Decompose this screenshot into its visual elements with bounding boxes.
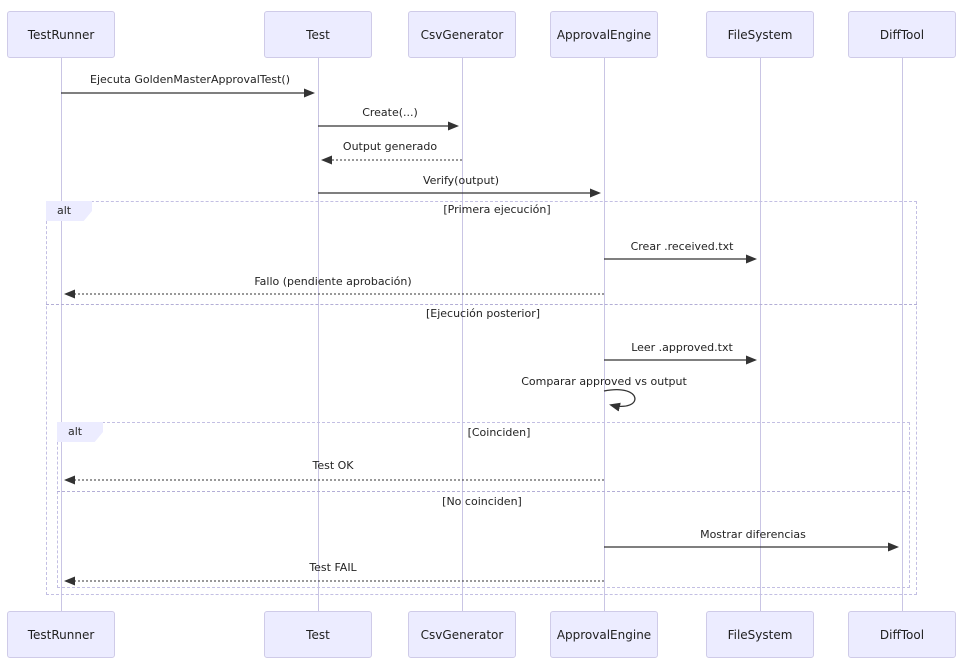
participant-label: DiffTool [879, 627, 925, 642]
message-label: Ejecuta GoldenMasterApprovalTest() [90, 73, 290, 86]
alt-frame-inner-divider [57, 491, 910, 492]
alt-operator-label: alt [46, 201, 92, 221]
message-label: Verify(output) [422, 174, 500, 187]
lifeline-testrunner [61, 58, 62, 611]
arrow-self-comparar [603, 389, 636, 412]
participant-csvgenerator-bottom: CsvGenerator [408, 611, 516, 658]
participant-approvalengine-bottom: ApprovalEngine [550, 611, 658, 658]
participant-csvgenerator-top: CsvGenerator [408, 11, 516, 58]
participant-test-bottom: Test [264, 611, 372, 658]
participant-filesystem-top: FileSystem [706, 11, 814, 58]
participant-testrunner-top: TestRunner [7, 11, 115, 58]
participant-label: ApprovalEngine [556, 27, 652, 42]
message-label: Test FAIL [309, 561, 357, 574]
alt-section-label: [Coinciden] [467, 426, 531, 439]
participant-difftool-top: DiffTool [848, 11, 956, 58]
alt-operator-label: alt [57, 422, 103, 442]
participant-label: ApprovalEngine [556, 627, 652, 642]
alt-frame-outer [46, 201, 917, 595]
participant-difftool-bottom: DiffTool [848, 611, 956, 658]
participant-label: CsvGenerator [420, 27, 504, 42]
message-label: Create(...) [362, 106, 418, 119]
participant-label: TestRunner [27, 627, 95, 642]
message-label: Test OK [312, 459, 354, 472]
participant-label: Test [306, 627, 330, 642]
message-label: Leer .approved.txt [631, 341, 733, 354]
participant-label: FileSystem [727, 27, 793, 42]
participant-approvalengine-top: ApprovalEngine [550, 11, 658, 58]
message-label: Comparar approved vs output [521, 375, 687, 388]
alt-frame-outer-divider [46, 304, 917, 305]
participant-testrunner-bottom: TestRunner [7, 611, 115, 658]
alt-frame-inner [57, 422, 910, 588]
alt-section-label: [Ejecución posterior] [425, 307, 541, 320]
alt-section-label: [Primera ejecución] [443, 203, 551, 216]
lifeline-approvalengine [604, 58, 605, 611]
message-label: Crear .received.txt [630, 240, 734, 253]
participant-label: FileSystem [727, 627, 793, 642]
participant-label: DiffTool [879, 27, 925, 42]
message-label: Mostrar diferencias [700, 528, 806, 541]
participant-filesystem-bottom: FileSystem [706, 611, 814, 658]
message-label: Fallo (pendiente aprobación) [254, 275, 412, 288]
participant-label: Test [306, 27, 330, 42]
participant-label: CsvGenerator [420, 627, 504, 642]
lifeline-difftool [902, 58, 903, 611]
lifeline-csvgenerator [462, 58, 463, 611]
participant-label: TestRunner [27, 27, 95, 42]
alt-section-label: [No coinciden] [442, 495, 522, 508]
participant-test-top: Test [264, 11, 372, 58]
lifeline-test [318, 58, 319, 611]
message-label: Output generado [342, 140, 438, 153]
lifeline-filesystem [760, 58, 761, 611]
